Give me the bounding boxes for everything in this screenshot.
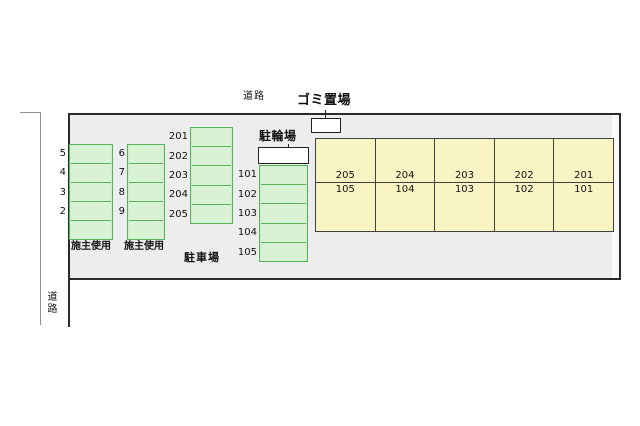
building-unit: 201 101 [553, 139, 613, 231]
parking-labels-201-205: 201 202 203 204 205 [152, 127, 188, 224]
parking-column-owner-b [127, 144, 165, 240]
garbage-area-box [311, 118, 341, 133]
space-number: 2 [59, 205, 66, 217]
parking-space [129, 164, 163, 183]
owner-use-caption-b: 施主使用 [124, 241, 164, 252]
space-number: 5 [59, 148, 66, 160]
site-left-border-extension [68, 280, 70, 327]
parking-space [71, 164, 111, 183]
parking-lot-label: 駐車場 [184, 251, 220, 264]
site-right-inner-margin [612, 115, 619, 278]
building-unit: 204 104 [374, 139, 435, 231]
space-number [97, 221, 125, 240]
apartment-building: 205 105 204 104 203 103 202 102 201 101 [315, 138, 614, 232]
parking-space [261, 185, 306, 205]
space-number: 204 [168, 189, 188, 201]
unit-number-lower: 103 [454, 184, 475, 195]
parking-space [129, 183, 163, 202]
space-number: 9 [118, 205, 125, 217]
parking-space [71, 202, 111, 221]
space-number: 205 [168, 208, 188, 220]
unit-number-upper: 203 [454, 170, 475, 181]
unit-number-lower: 102 [514, 184, 534, 195]
parking-space [192, 166, 231, 186]
bicycle-parking-label: 駐輪場 [259, 129, 297, 143]
garbage-area-label: ゴミ置場 [297, 93, 352, 108]
parking-column-owner-a [69, 144, 113, 240]
road-edge-line-vertical [40, 112, 41, 325]
space-number: 6 [118, 148, 125, 160]
space-number: 4 [59, 167, 66, 179]
parking-labels-101-105: 101 102 103 104 105 [221, 165, 257, 262]
parking-space [261, 204, 306, 224]
parking-space [192, 204, 231, 224]
bicycle-parking-box [258, 147, 309, 164]
parking-space [129, 145, 163, 164]
parking-column-101-105 [259, 165, 308, 262]
parking-space [71, 221, 111, 239]
space-number [38, 221, 66, 240]
parking-space [129, 202, 163, 221]
parking-column-201-205 [190, 127, 233, 224]
unit-number-upper: 202 [514, 170, 534, 181]
space-number: 101 [237, 169, 257, 181]
space-number: 7 [118, 167, 125, 179]
space-number: 105 [237, 246, 257, 258]
parking-space [192, 185, 231, 205]
road-label-left: 道路 [45, 291, 56, 315]
space-number: 103 [237, 208, 257, 220]
building-floor-divider-line [316, 182, 613, 183]
space-number: 102 [237, 188, 257, 200]
space-number: 201 [168, 131, 188, 143]
parking-labels-owner-a: 5 4 3 2 [38, 144, 66, 240]
parking-space [129, 221, 163, 239]
parking-space [192, 147, 231, 167]
space-number: 104 [237, 227, 257, 239]
parking-space [261, 242, 306, 262]
parking-space [71, 183, 111, 202]
parking-labels-owner-b: 6 7 8 9 [97, 144, 125, 240]
unit-number-upper: 201 [574, 170, 594, 181]
road-edge-line-horizontal [20, 112, 41, 113]
unit-number-lower: 104 [395, 184, 415, 195]
parking-space [261, 166, 306, 186]
space-number: 3 [59, 186, 66, 198]
space-number: 8 [118, 186, 125, 198]
unit-number-upper: 204 [395, 170, 415, 181]
parking-space [71, 145, 111, 164]
building-unit: 203 103 [434, 139, 494, 231]
building-unit: 202 102 [493, 139, 554, 231]
unit-number-upper: 205 [335, 170, 355, 181]
road-label-top: 道路 [243, 91, 265, 102]
parking-space [261, 223, 306, 243]
building-unit: 205 105 [316, 139, 375, 231]
parking-space [192, 128, 231, 148]
space-number: 203 [168, 170, 188, 182]
owner-use-caption-a: 施主使用 [71, 241, 111, 252]
unit-number-lower: 101 [574, 184, 594, 195]
space-number: 202 [168, 150, 188, 162]
unit-number-lower: 105 [335, 184, 355, 195]
